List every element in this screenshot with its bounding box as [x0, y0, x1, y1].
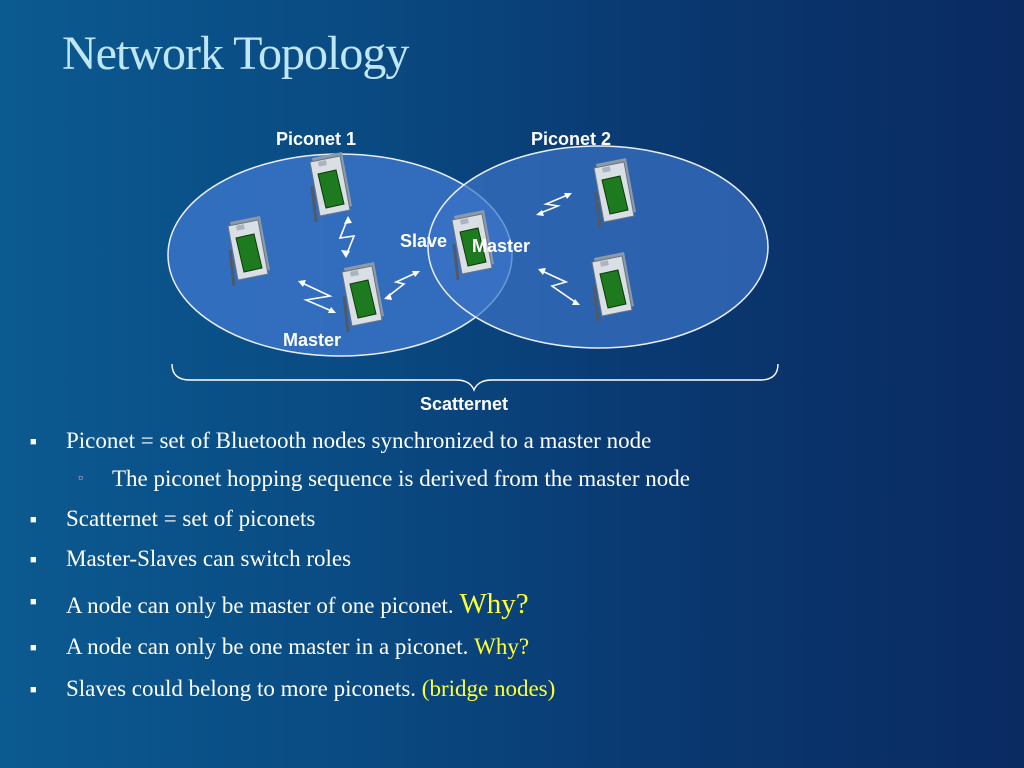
bridge-nodes-accent: (bridge nodes) [421, 676, 556, 701]
bullet-square-icon: ■ [30, 642, 37, 654]
slide-title: Network Topology [62, 27, 409, 80]
bullet-square-icon: ■ [30, 436, 37, 448]
scatternet-label: Scatternet [420, 394, 508, 414]
why-accent: Why? [459, 588, 529, 620]
topology-diagram: Piconet 1 Piconet 2 Slave Master Master … [167, 129, 779, 414]
bullet-square-icon: ■ [30, 596, 37, 608]
bullet-square-icon: ■ [30, 514, 37, 526]
piconet-2-label: Piconet 2 [531, 129, 611, 149]
piconet-2-ellipse [427, 145, 769, 349]
bullet-square-icon: ■ [30, 554, 37, 566]
why-accent: Why? [474, 634, 530, 659]
scatternet-brace [171, 363, 779, 392]
bullet-square-icon: ■ [30, 684, 37, 696]
master-label-right: Master [472, 236, 530, 256]
bullet-hollow-square-icon: ▫ [78, 471, 83, 486]
piconet-1-label: Piconet 1 [276, 129, 356, 149]
master-label-left: Master [283, 330, 341, 350]
radio-link-icon [299, 193, 579, 313]
link-arrowheads [298, 193, 580, 313]
slave-label: Slave [400, 231, 447, 251]
